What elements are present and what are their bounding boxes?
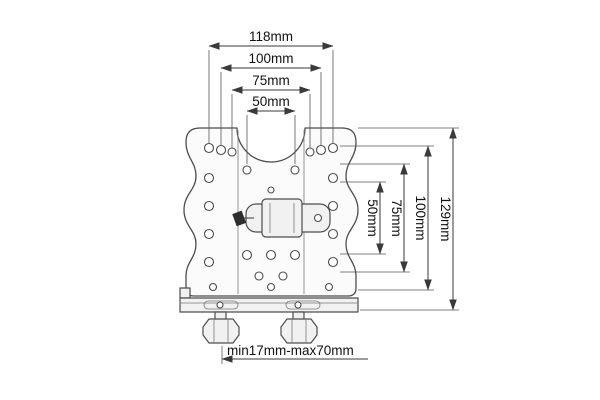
screw-hole [208,282,218,292]
screw-hole [267,186,275,194]
dim-label-75mm: 75mm [252,73,290,88]
dimension-bottom: min17mm-max70mm [221,343,368,364]
screw-hole [327,200,339,212]
dimensions-top: 118mm 100mm 75mm 50mm [208,29,334,164]
bolt-head [294,301,302,309]
base-assembly [179,287,359,344]
bracket-body [179,127,359,344]
thumbscrew-knob [232,210,247,227]
screw-hole [327,172,339,184]
screw-hole [254,271,264,281]
base-slot [203,300,239,310]
screw-hole [203,228,215,240]
screw-hole [324,282,334,292]
screw-hole [227,147,237,157]
screw-hole [265,249,277,261]
dim-label-50mm-right: 50mm [365,199,380,237]
screw-hole [266,282,276,292]
screw-hole [242,165,252,175]
dim-label-129mm: 129mm [438,196,453,241]
screw-hole [289,249,301,261]
hex-nut [280,318,318,344]
screw-hole [290,165,300,175]
clamp-assembly [232,198,331,238]
screw-hole [315,144,327,156]
screw-hole [203,200,215,212]
dim-label-100mm: 100mm [248,51,293,66]
screw-hole [203,142,215,154]
base-plate [179,297,359,313]
screw-hole [203,172,215,184]
clamp-screw [313,213,323,223]
dim-label-75mm-right: 75mm [389,199,404,237]
hex-nut [202,318,240,344]
dimensions-right: 50mm 75mm 100mm 129mm [340,127,459,311]
dim-label-clamp-range: min17mm-max70mm [227,343,354,358]
bolt-head [216,301,224,309]
screw-hole [305,147,315,157]
screw-hole [327,228,339,240]
screw-hole [327,142,339,154]
screw-hole [278,271,288,281]
base-left-tab [179,287,191,299]
screw-hole [327,256,339,268]
dim-label-118mm: 118mm [249,29,293,44]
screw-hole [215,144,227,156]
screw-hole [203,256,215,268]
screw-holes [203,142,339,292]
screw-hole [241,249,253,261]
dim-label-50mm-top: 50mm [252,94,290,109]
base-slot [285,300,321,310]
dim-label-100mm-right: 100mm [413,195,428,240]
clamp-center-block [261,198,303,238]
